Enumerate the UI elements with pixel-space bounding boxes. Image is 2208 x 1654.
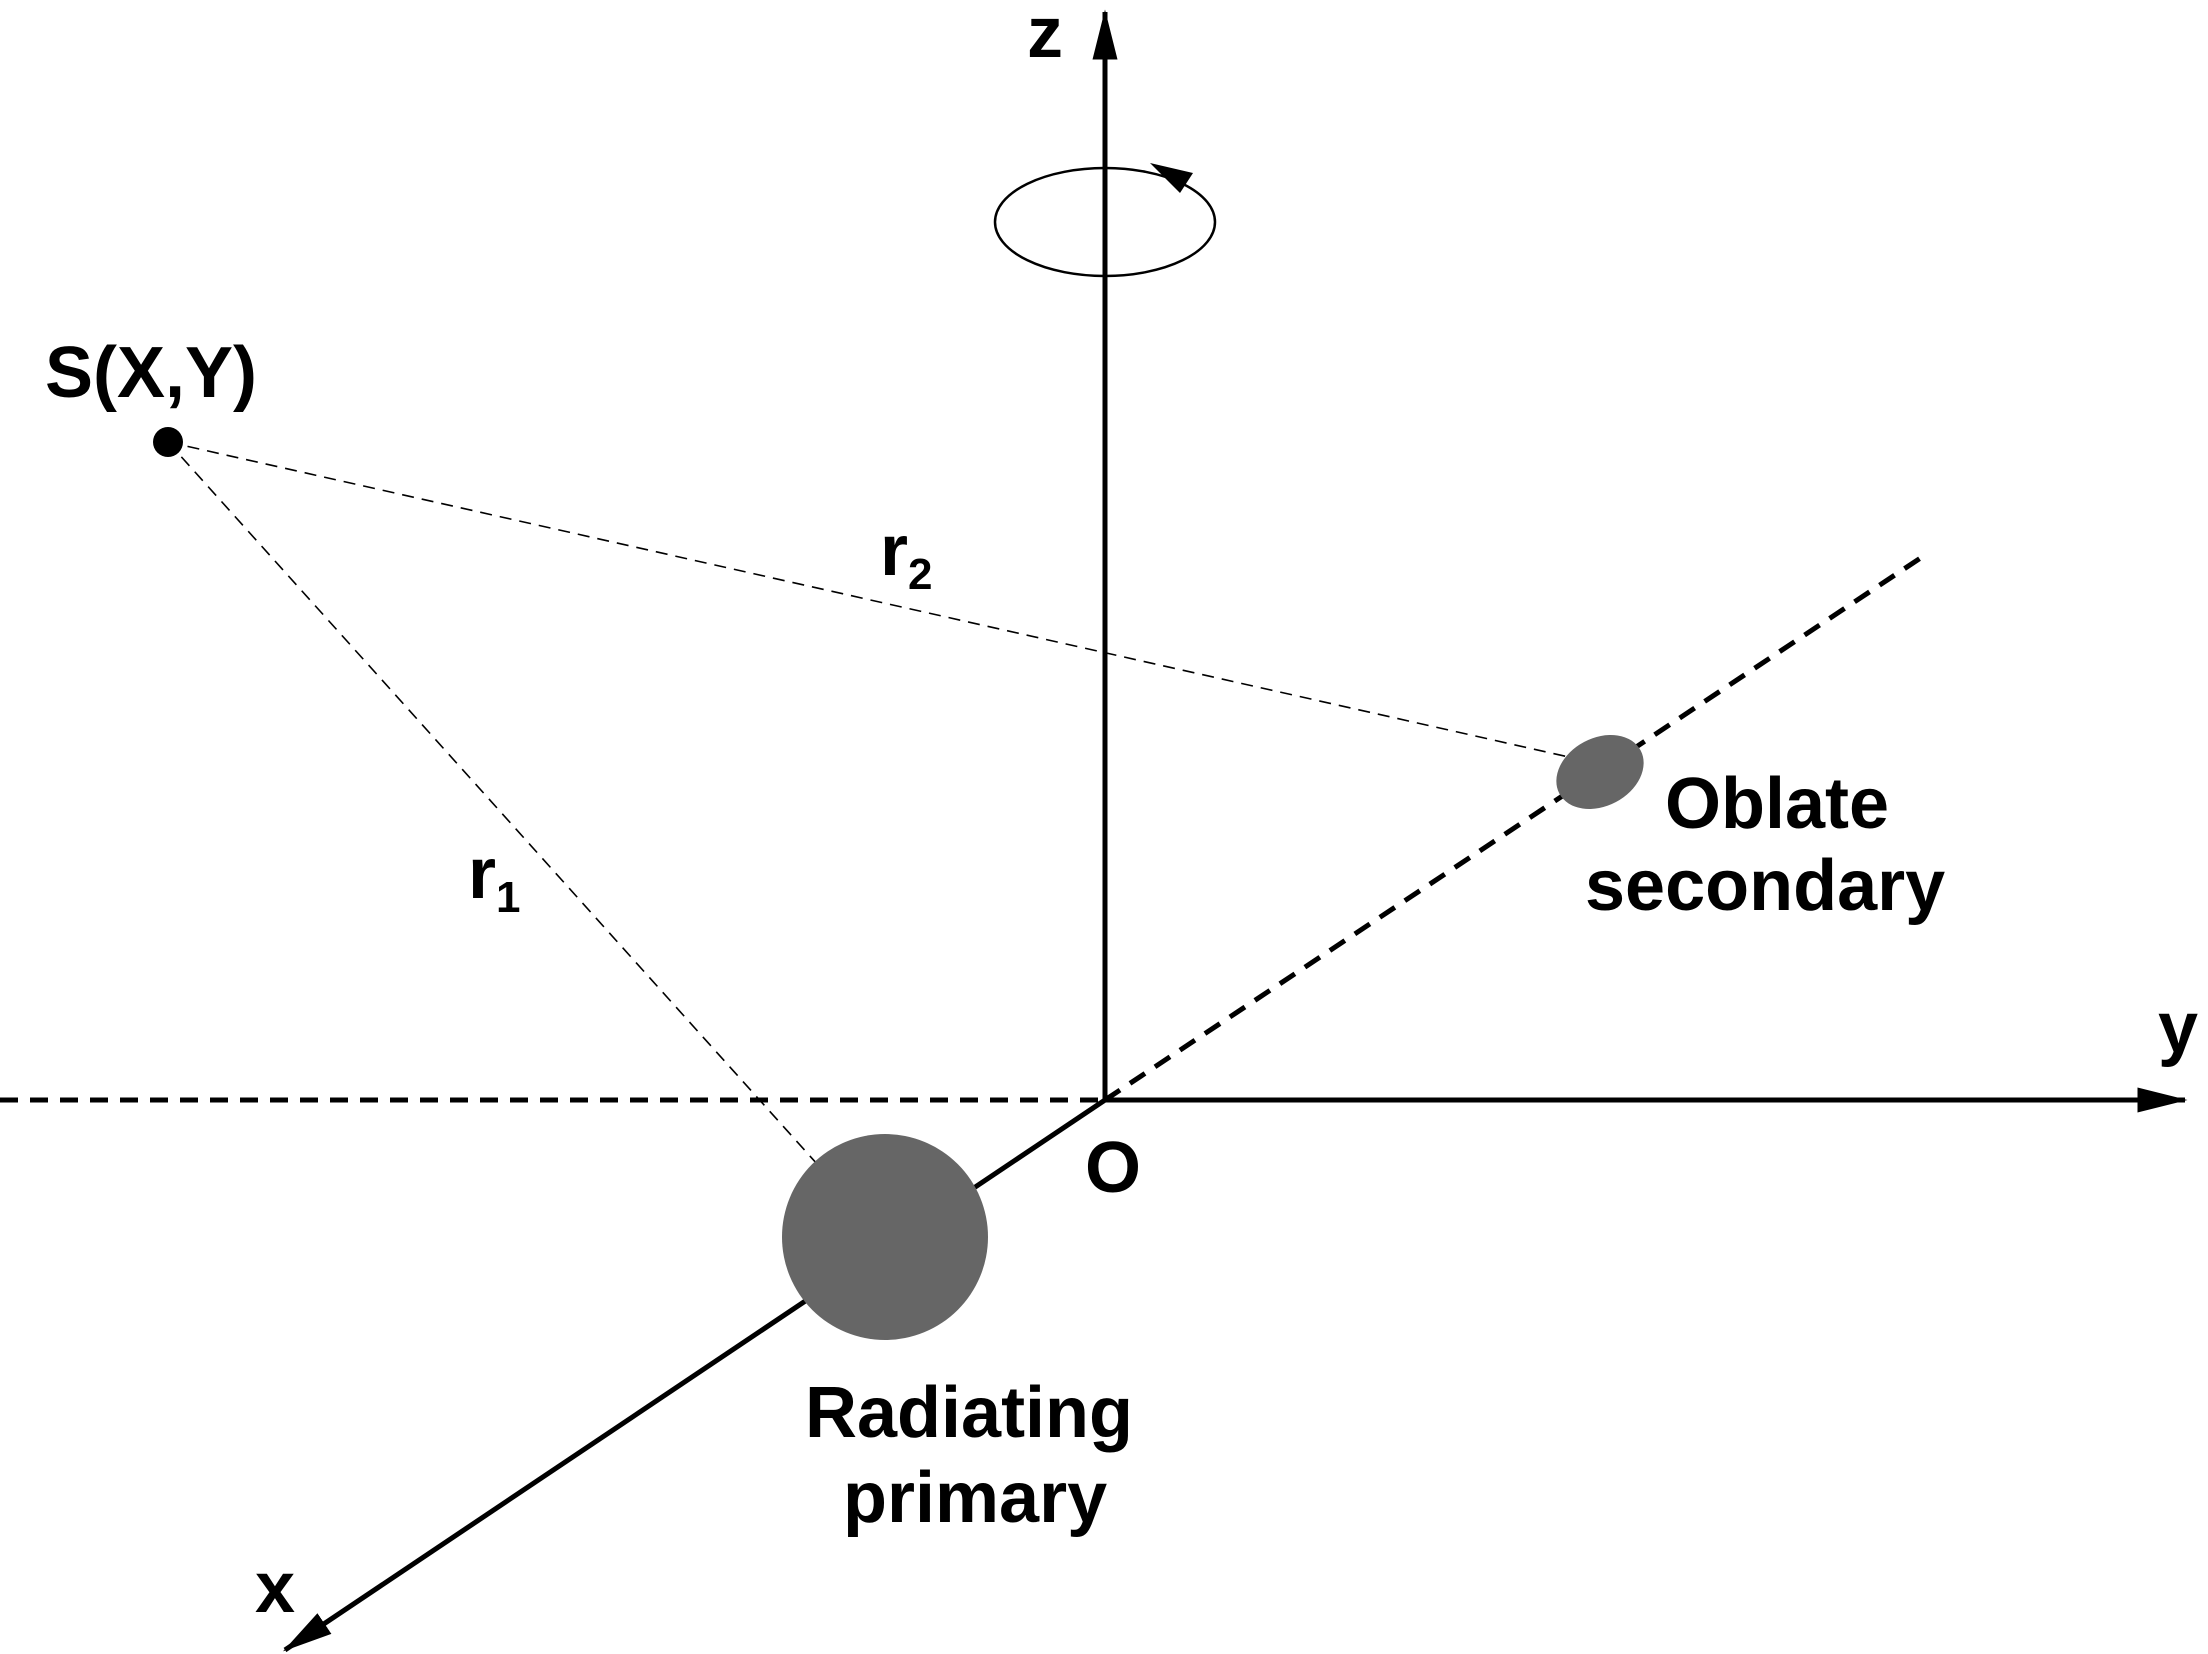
secondary-label-line1: Oblate bbox=[1665, 764, 1889, 844]
r2-label: r2 bbox=[880, 511, 933, 599]
radiating-primary-body bbox=[782, 1134, 988, 1340]
r1-subscript: 1 bbox=[496, 873, 520, 922]
r1-label: r1 bbox=[468, 834, 521, 922]
rotation-ellipse bbox=[993, 166, 1217, 278]
oblate-secondary-body bbox=[1556, 735, 1644, 809]
origin-label: O bbox=[1085, 1128, 1141, 1208]
rotation-arrowhead bbox=[1150, 163, 1193, 193]
primary-label-line1: Radiating bbox=[805, 1373, 1133, 1453]
x-axis-label: x bbox=[255, 1548, 295, 1628]
point-s-marker bbox=[153, 427, 183, 457]
r2-subscript: 2 bbox=[908, 550, 932, 599]
r1-line bbox=[167, 441, 819, 1166]
z-axis-label: z bbox=[1027, 0, 1063, 73]
r1-base: r bbox=[468, 834, 496, 914]
point-s-label: S(X,Y) bbox=[45, 333, 257, 413]
secondary-label-line2: secondary bbox=[1585, 846, 1945, 926]
x-axis-negative-dashed bbox=[1103, 552, 1927, 1103]
primary-label-line2: primary bbox=[843, 1458, 1107, 1538]
y-axis-label: y bbox=[2158, 988, 2198, 1068]
r2-base: r bbox=[880, 511, 908, 591]
r2-line bbox=[167, 441, 1583, 761]
